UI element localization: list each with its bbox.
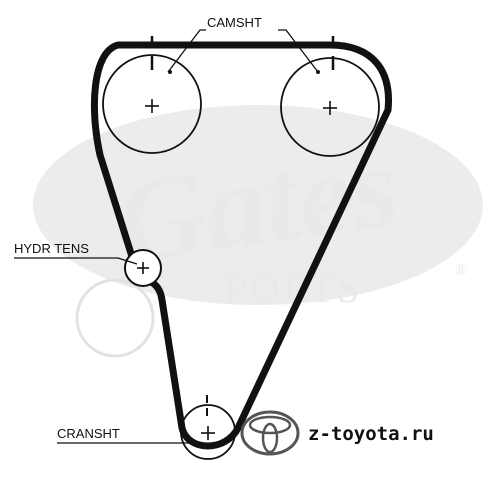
toyota-logo-icon xyxy=(240,410,300,456)
crankshaft-label-group: CRANSHT xyxy=(57,426,200,444)
pulley-circle xyxy=(102,54,202,154)
pulley-circle xyxy=(280,57,380,157)
camshaft-label-group: CAMSHT xyxy=(167,15,319,73)
watermark-superscript: RU xyxy=(372,237,395,254)
leader-line xyxy=(278,29,319,73)
camshaft-label: CAMSHT xyxy=(207,15,262,30)
site-name: z-toyota.ru xyxy=(308,423,434,445)
logo-vertical-ring xyxy=(261,422,279,454)
camshaft-pulley-right xyxy=(280,36,380,157)
leader-line xyxy=(167,29,206,73)
logo-outer-ring xyxy=(240,410,300,456)
watermark-globe xyxy=(75,278,155,358)
tensioner-pulley xyxy=(124,249,162,287)
crankshaft-pulley xyxy=(180,395,236,460)
crankshaft-label: CRANSHT xyxy=(57,426,120,441)
tensioner-label-group: HYDR TENS xyxy=(14,241,138,265)
logo-horizontal-ring xyxy=(248,415,292,435)
camshaft-pulley-left xyxy=(102,36,202,154)
tensioner-label: HYDR TENS xyxy=(14,241,89,256)
watermark-word: PORTS xyxy=(225,266,362,311)
leader-line xyxy=(14,257,138,265)
watermark-registered: ® xyxy=(455,262,467,279)
pulley-circle xyxy=(180,404,236,460)
